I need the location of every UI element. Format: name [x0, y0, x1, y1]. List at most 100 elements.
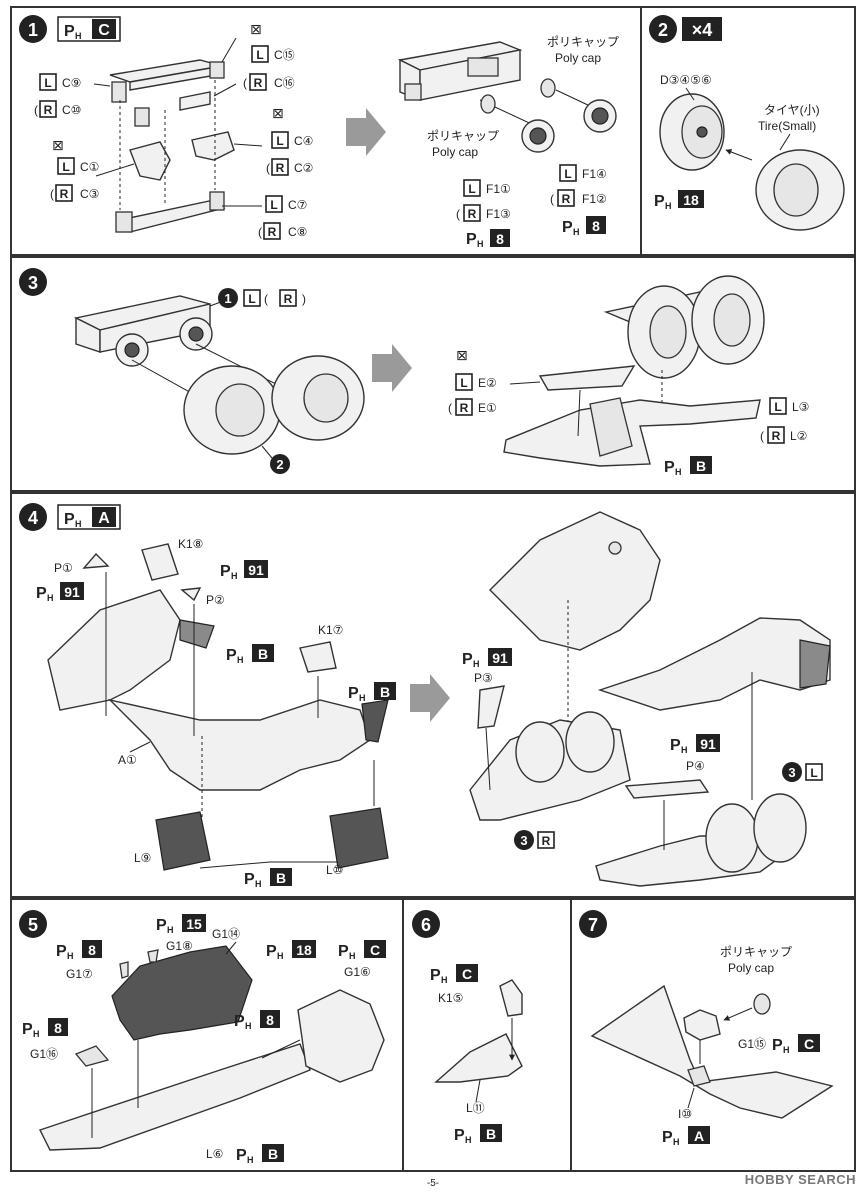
- svg-text:ポリキャップ: ポリキャップ: [547, 35, 619, 49]
- svg-text:R: R: [276, 161, 285, 175]
- svg-text:L: L: [564, 167, 571, 181]
- svg-text:C④: C④: [294, 134, 313, 148]
- svg-text:H: H: [465, 1135, 472, 1145]
- svg-text:H: H: [47, 593, 54, 603]
- step4-badge: 4 P H A: [19, 503, 121, 531]
- svg-text:C⑦: C⑦: [288, 198, 307, 212]
- svg-text:H: H: [665, 201, 672, 211]
- svg-text:H: H: [277, 951, 284, 961]
- svg-text:H: H: [573, 227, 580, 237]
- svg-text:8: 8: [592, 218, 600, 234]
- svg-text:H: H: [67, 951, 74, 961]
- svg-text:L: L: [460, 376, 467, 390]
- svg-text:R: R: [542, 834, 551, 848]
- step1-right-labels: ポリキャップ Poly cap ポリキャップ Poly cap L F1① ( …: [427, 35, 619, 249]
- svg-text:P: P: [662, 1129, 673, 1146]
- step1-labels-left: L C⑨ ( R C⑩ ⊠ L C① ( R C③ ⊠ L C⑮ ( R C⑯ …: [34, 21, 313, 240]
- step3-arrow: [372, 344, 412, 392]
- svg-text:(: (: [760, 429, 764, 443]
- svg-text:ポリキャップ: ポリキャップ: [720, 945, 792, 959]
- step4-right-body: [469, 511, 831, 887]
- svg-text:P: P: [234, 1013, 245, 1030]
- svg-text:P: P: [22, 1021, 33, 1038]
- step5-labels: P H 15 G1⑭ G1⑧ P H 8 G1⑦ P H 18 P H C G1…: [22, 914, 386, 1165]
- svg-text:(: (: [258, 225, 262, 239]
- step3-labels-left: 1 L ( R ) 2: [218, 288, 306, 474]
- svg-text:H: H: [441, 975, 448, 985]
- svg-text:A: A: [694, 1128, 704, 1144]
- svg-text:G1⑮: G1⑮: [738, 1037, 766, 1051]
- svg-text:P: P: [466, 231, 477, 248]
- svg-text:P: P: [226, 647, 237, 664]
- step5-badge: 5: [19, 910, 47, 938]
- svg-text:R: R: [254, 76, 263, 90]
- svg-text:P③: P③: [474, 671, 493, 685]
- svg-text:C②: C②: [294, 161, 313, 175]
- svg-text:8: 8: [266, 1012, 274, 1028]
- svg-text:H: H: [783, 1045, 790, 1055]
- svg-text:P: P: [338, 943, 349, 960]
- svg-text:H: H: [75, 31, 82, 41]
- watermark: HOBBY SEARCH: [744, 1172, 856, 1187]
- svg-text:タイヤ(小): タイヤ(小): [764, 103, 820, 117]
- svg-text:H: H: [255, 879, 262, 889]
- svg-text:C⑯: C⑯: [274, 76, 295, 90]
- svg-text:F1③: F1③: [486, 207, 511, 221]
- page-number: -5-: [426, 1178, 440, 1189]
- svg-text:G1⑥: G1⑥: [344, 965, 371, 979]
- step3-rear-assembly: [73, 295, 365, 459]
- svg-text:L: L: [774, 400, 781, 414]
- svg-text:P: P: [664, 459, 675, 476]
- svg-text:P: P: [236, 1147, 247, 1164]
- svg-text:E①: E①: [478, 401, 497, 415]
- svg-text:R: R: [562, 192, 571, 206]
- svg-text:B: B: [486, 1126, 496, 1142]
- step3-right-assembly: [503, 275, 765, 467]
- svg-text:B: B: [276, 870, 286, 886]
- svg-text:C③: C③: [80, 187, 99, 201]
- svg-text:P④: P④: [686, 759, 705, 773]
- svg-text:R: R: [44, 103, 53, 117]
- svg-text:4: 4: [28, 508, 38, 528]
- svg-text:G1⑧: G1⑧: [166, 939, 193, 953]
- svg-text:L: L: [810, 766, 817, 780]
- svg-text:A①: A①: [118, 753, 137, 767]
- svg-text:(: (: [550, 192, 554, 206]
- svg-text:C: C: [462, 966, 472, 982]
- svg-text:R: R: [468, 207, 477, 221]
- svg-text:B: B: [258, 646, 268, 662]
- svg-text:C: C: [370, 942, 380, 958]
- svg-text:8: 8: [54, 1020, 62, 1036]
- svg-text:R: R: [772, 429, 781, 443]
- svg-text:H: H: [167, 925, 174, 935]
- step2-wheel-tire: [659, 87, 845, 231]
- step6-badge: 6: [412, 910, 440, 938]
- svg-text:L⑥: L⑥: [206, 1147, 223, 1161]
- svg-text:P: P: [654, 193, 665, 210]
- svg-text:L③: L③: [792, 400, 809, 414]
- svg-text:⊠: ⊠: [250, 21, 262, 37]
- svg-text:8: 8: [496, 231, 504, 247]
- svg-text:7: 7: [588, 915, 598, 935]
- svg-text:ポリキャップ: ポリキャップ: [427, 129, 499, 143]
- svg-text:(: (: [448, 401, 452, 415]
- svg-text:B: B: [696, 458, 706, 474]
- svg-text:H: H: [237, 655, 244, 665]
- svg-text:L: L: [248, 292, 255, 306]
- step3-badge: 3: [19, 268, 47, 296]
- svg-text:L: L: [468, 182, 475, 196]
- svg-text:C: C: [98, 22, 110, 39]
- svg-text:C⑮: C⑮: [274, 48, 295, 62]
- svg-text:P: P: [454, 1127, 465, 1144]
- step4-labels-right: P H 91 P③ 3 R P H 91 P④ 3 L: [462, 648, 823, 850]
- svg-text:L⑨: L⑨: [134, 851, 151, 865]
- svg-text:A: A: [98, 510, 110, 527]
- svg-text:18: 18: [296, 942, 312, 958]
- svg-text:15: 15: [186, 916, 202, 932]
- svg-text:L: L: [270, 198, 277, 212]
- svg-text:H: H: [681, 745, 688, 755]
- svg-text:I⑩: I⑩: [678, 1107, 692, 1121]
- svg-text:R: R: [460, 401, 469, 415]
